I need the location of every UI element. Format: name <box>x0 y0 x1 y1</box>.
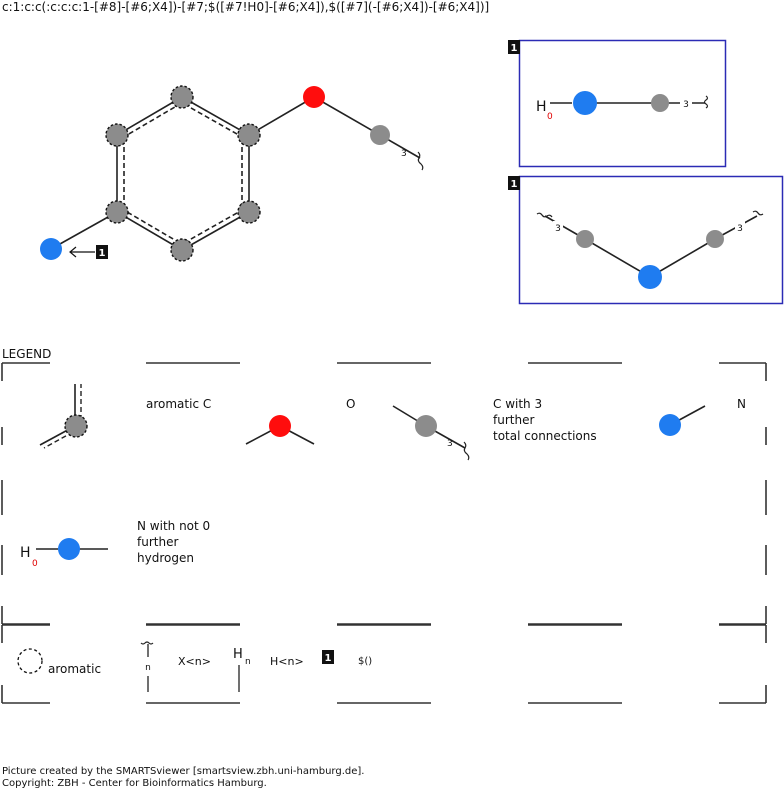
legend-aromatic-carbon-symbol <box>39 384 88 449</box>
connectivity-label: 3 <box>683 100 689 110</box>
legend-carbon-x3-line3: total connections <box>493 429 597 443</box>
legend-hn-symbol: H n <box>233 647 251 692</box>
legend-title: LEGEND <box>2 347 52 361</box>
recursive-box-frame <box>518 175 784 305</box>
left-connectivity-label: 3 <box>555 224 561 234</box>
main-molecule: 3 1 <box>40 85 424 262</box>
oxygen-atom <box>303 86 325 108</box>
aromatic-dashed-circle-icon <box>17 648 43 674</box>
wavy-bond-icon <box>140 641 154 645</box>
legend-n-hydrogen-line3: hydrogen <box>137 551 194 565</box>
legend-hn-subscript: n <box>245 657 251 667</box>
recursive-box-1: 1 H 0 3 <box>508 39 727 168</box>
legend-aromatic-c-label: aromatic C <box>146 397 212 411</box>
label-backdrop <box>553 221 563 233</box>
legend-n-hydrogen-line1: N with not 0 <box>137 519 211 533</box>
aromatic-carbon-atom <box>170 238 194 262</box>
wavy-bond-icon <box>463 441 470 461</box>
recursive-marker-label: 1 <box>325 653 332 664</box>
aromatic-carbon-atom <box>170 85 194 109</box>
legend-key-frame <box>1 624 767 704</box>
legend-xn-subscript: n <box>145 663 151 673</box>
hydrogen-symbol: H <box>536 99 547 115</box>
legend-aromatic-label: aromatic <box>48 662 102 676</box>
aromatic-carbon-atom <box>105 200 129 224</box>
legend-recursive-label: $() <box>358 656 373 667</box>
recursive-marker-badge <box>508 176 520 190</box>
label-backdrop <box>735 221 745 233</box>
footer-credit: Picture created by the SMARTSviewer [sma… <box>2 766 365 777</box>
aromatic-carbon-atom <box>64 414 88 438</box>
legend-frame <box>1 362 767 625</box>
legend-carbon-x3-line2: further <box>493 413 535 427</box>
legend-carbon-x3-subscript: 3 <box>447 439 453 449</box>
legend-carbon-x3-line1: C with 3 <box>493 397 543 411</box>
legend-hn-label: H<n> <box>270 655 304 668</box>
carbon-atom <box>415 415 437 437</box>
legend-hn-glyph: H <box>233 647 243 662</box>
smarts-string: c:1:c:c(:c:c:c:1-[#8]-[#6;X4])-[#7;$([#7… <box>2 0 490 14</box>
legend-nitrogen-symbol <box>659 405 706 436</box>
recursive-marker-badge <box>322 650 334 664</box>
right-connectivity-label: 3 <box>737 224 743 234</box>
legend-hydrogen-count: 0 <box>32 559 38 569</box>
legend-xn-label: X<n> <box>178 655 211 668</box>
recursive-marker-label: 1 <box>99 248 106 259</box>
nitrogen-atom <box>573 91 597 115</box>
footer-copyright: Copyright: ZBH - Center for Bioinformati… <box>2 778 267 789</box>
carbon-atom <box>370 125 390 145</box>
legend-recursive-symbol: 1 <box>322 650 334 664</box>
carbon-atom <box>706 230 724 248</box>
recursive-box-frame <box>518 39 727 168</box>
aromatic-carbon-atom <box>237 123 261 147</box>
wavy-bond-icon <box>536 212 553 218</box>
hydrogen-count: 0 <box>547 112 553 122</box>
nitrogen-atom <box>58 538 80 560</box>
arrow-head-icon <box>69 246 77 258</box>
nitrogen-atom <box>638 265 662 289</box>
legend-hydrogen-symbol: H <box>20 545 31 561</box>
nitrogen-atom <box>659 414 681 436</box>
oxygen-atom <box>269 415 291 437</box>
nitrogen-atom <box>40 238 62 260</box>
main-connectivity-label: 3 <box>401 149 407 159</box>
substituent-bonds <box>50 96 421 250</box>
recursive-marker-label: 1 <box>511 179 518 190</box>
legend-carbon-x3-symbol: 3 <box>392 405 470 461</box>
aromatic-carbon-atom <box>105 123 129 147</box>
wavy-bond-icon <box>703 95 709 109</box>
recursive-marker-badge <box>508 40 520 54</box>
legend-oxygen-label: O <box>346 397 356 411</box>
legend-nitrogen-label: N <box>737 397 746 411</box>
legend-oxygen-symbol <box>245 415 315 445</box>
aromatic-carbon-atom <box>237 200 261 224</box>
carbon-atom <box>576 230 594 248</box>
legend-n-hydrogen-line2: further <box>137 535 179 549</box>
legend-xn-symbol: n <box>140 641 154 692</box>
recursive-box-2: 1 3 3 <box>508 175 784 305</box>
wavy-bond-icon <box>417 151 424 171</box>
aromatic-ring-bonds <box>116 96 250 251</box>
wavy-bond-icon <box>752 210 764 216</box>
legend-n-hydrogen-symbol: H 0 <box>20 538 108 569</box>
label-backdrop <box>680 97 692 109</box>
recursive-marker-label: 1 <box>511 43 518 54</box>
ring-atoms <box>105 85 261 262</box>
recursive-marker-badge <box>96 245 108 259</box>
carbon-atom <box>651 94 669 112</box>
